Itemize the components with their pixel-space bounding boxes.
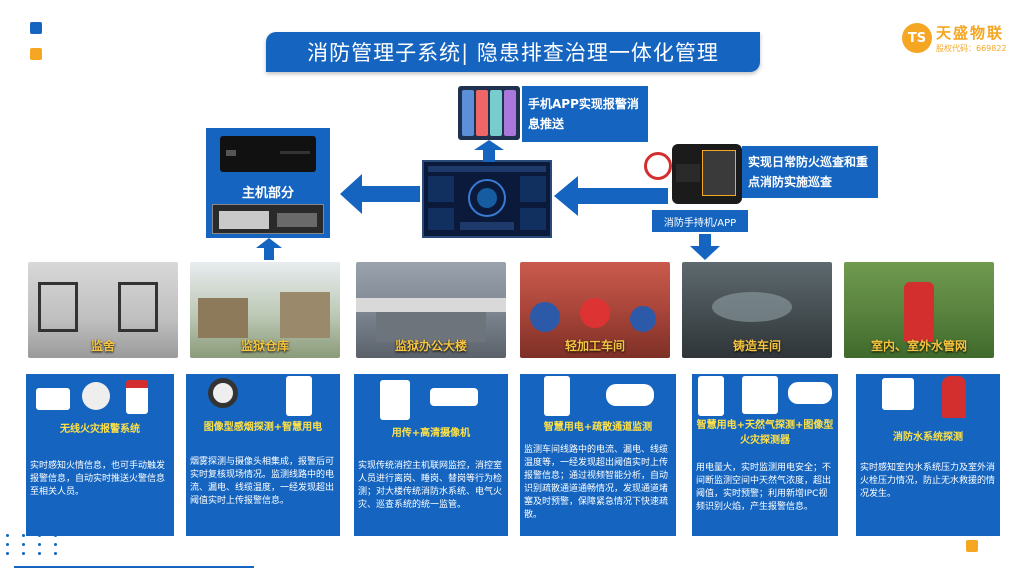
card-title: 用传+高清摄像机 xyxy=(391,428,471,439)
card-title: 无线火灾报警系统 xyxy=(60,424,140,435)
company-logo: TS 天盛物联 股权代码：669822 xyxy=(902,22,1007,54)
card-description: 实现传统消控主机联网监控，消控室人员进行离岗、睡岗、替岗等行为检测；对大楼传统消… xyxy=(358,461,503,510)
corner-square-decoration xyxy=(966,540,978,552)
bottom-divider xyxy=(14,566,254,568)
arrow-up-to-host-icon xyxy=(256,238,282,260)
image-smoke-detector-icon xyxy=(208,378,238,408)
smart-electricity-device-icon xyxy=(286,376,312,416)
logo-mark-icon: TS xyxy=(902,23,932,53)
host-panel-label: 主机部分 xyxy=(241,186,294,201)
corner-square-decoration xyxy=(30,22,42,34)
hd-camera-icon xyxy=(430,388,478,406)
card-image-smoke-detection: 图像型感烟探测+智慧用电 烟雾探测与摄像头相集成，报警后可实时复核现场情况。监测… xyxy=(186,374,340,536)
logo-name: 天盛物联 xyxy=(936,24,1005,42)
location-label: 轻加工车间 xyxy=(564,339,625,353)
page-title: 消防管理子系统| 隐患排查治理一体化管理 xyxy=(266,32,760,72)
sound-light-alarm-icon xyxy=(126,380,148,414)
smoke-detector-icon xyxy=(82,382,110,410)
card-description: 烟雾探测与摄像头相集成，报警后可实时复核现场情况。监测线路中的电流、漏电、线缆温… xyxy=(190,457,335,506)
corner-square-decoration xyxy=(30,48,42,60)
location-photo-warehouse: 监狱仓库 xyxy=(190,262,340,358)
card-gas-fire-detection: 智慧用电+天然气探测+图像型火灾探测器 用电量大，实时监测用电安全；不间断监测空… xyxy=(692,374,838,536)
smart-electricity-device-icon xyxy=(544,376,570,416)
location-photo-hydrant: 室内、室外水管网 xyxy=(844,262,994,358)
card-description: 监测车间线路中的电流、漏电、线缆温度等，一经发现超出阈值实时上传报警信息；通过视… xyxy=(524,445,669,520)
card-description: 实时感知室内水系统压力及室外消火栓压力情况，防止无水救援的情况发生。 xyxy=(860,463,996,499)
card-title: 消防水系统探测 xyxy=(893,432,963,443)
arrow-up-to-app-icon xyxy=(474,140,504,162)
location-photo-light-workshop: 轻加工车间 xyxy=(520,262,670,358)
location-label: 监狱仓库 xyxy=(240,339,289,353)
dashboard-screen-image xyxy=(422,160,552,238)
host-panel: 主机部分 xyxy=(206,128,330,238)
patrol-tag-icon xyxy=(644,152,672,180)
handheld-label: 消防手持机/APP xyxy=(652,210,748,232)
card-title: 智慧用电+天然气探测+图像型火灾探测器 xyxy=(696,420,834,446)
location-label: 铸造车间 xyxy=(732,339,781,353)
smart-electricity-device-icon xyxy=(698,376,724,416)
location-label: 室内、室外水管网 xyxy=(870,339,967,353)
mobile-app-screens-image xyxy=(458,86,520,140)
arrow-left-to-host-icon xyxy=(340,174,420,214)
nvr-device-image xyxy=(220,136,316,172)
patrol-panel: 实现日常防火巡查和重点消防实施巡查 xyxy=(742,146,878,198)
card-description: 实时感知火情信息，也可手动触发报警信息，自动实时推送火警信息至相关人员。 xyxy=(30,461,166,497)
water-pressure-sensor-icon xyxy=(882,378,914,410)
dot-grid-decoration xyxy=(6,534,64,555)
image-fire-detector-icon xyxy=(788,382,832,404)
location-photo-dormitory: 监舍 xyxy=(28,262,178,358)
arrow-down-icon xyxy=(690,234,720,260)
location-label: 监狱办公大楼 xyxy=(394,339,467,353)
gas-detector-icon xyxy=(742,376,778,414)
fire-hydrant-icon xyxy=(942,376,966,418)
logo-code: 股权代码：669822 xyxy=(936,44,1007,53)
location-label: 监舍 xyxy=(90,339,115,353)
card-transmission-camera: 用传+高清摄像机 实现传统消控主机联网监控，消控室人员进行离岗、睡岗、替岗等行为… xyxy=(354,374,508,536)
user-transmission-device-icon xyxy=(380,380,410,420)
alarm-panel-icon xyxy=(36,388,70,410)
card-description: 用电量大，实时监测用电安全；不间断监测空间中天然气浓度，超出阈值，实时预警；利用… xyxy=(696,463,832,512)
card-fire-water-system: 消防水系统探测 实时感知室内水系统压力及室外消火栓压力情况，防止无水救援的情况发… xyxy=(856,374,1000,536)
fire-control-host-image xyxy=(212,204,324,234)
card-electricity-evacuation: 智慧用电+疏散通道监测 监测车间线路中的电流、漏电、线缆温度等，一经发现超出阈值… xyxy=(520,374,676,536)
bullet-camera-icon xyxy=(606,384,654,406)
location-photo-office: 监狱办公大楼 xyxy=(356,262,506,358)
card-title: 图像型感烟探测+智慧用电 xyxy=(203,422,323,433)
app-push-panel: 手机APP实现报警消息推送 xyxy=(522,86,648,142)
card-title: 智慧用电+疏散通道监测 xyxy=(543,422,653,433)
arrow-left-to-dashboard-icon xyxy=(554,176,668,216)
handheld-terminal-image xyxy=(672,144,742,204)
card-wireless-fire-alarm: 无线火灾报警系统 实时感知火情信息，也可手动触发报警信息，自动实时推送火警信息至… xyxy=(26,374,174,536)
location-photo-foundry: 铸造车间 xyxy=(682,262,832,358)
